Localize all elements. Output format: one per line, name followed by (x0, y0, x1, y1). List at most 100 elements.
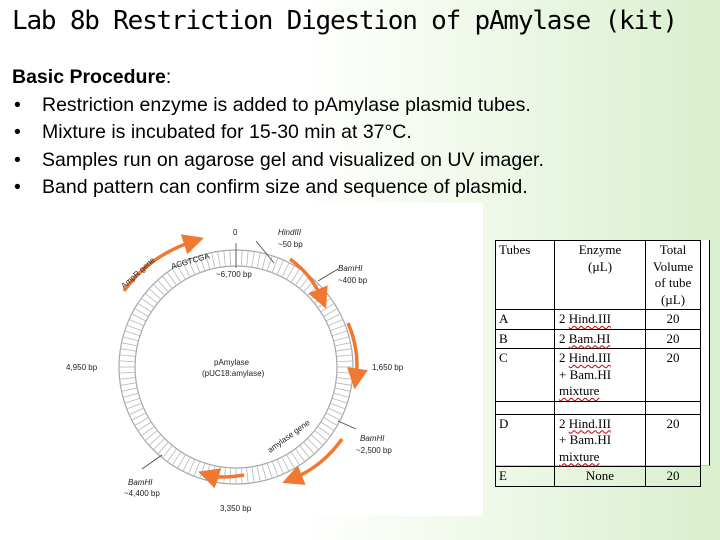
ring-tick (122, 336, 139, 342)
ring-tick (166, 272, 177, 286)
enzyme-e: None (554, 466, 646, 487)
ring-tick (134, 308, 149, 317)
procedure-heading-text: Basic Procedure (12, 66, 166, 88)
ring-tick (211, 465, 216, 482)
enzyme-name: Hind.III (568, 350, 611, 365)
ring-tick (330, 402, 346, 410)
ring-tick (266, 255, 273, 272)
ring-tick (286, 454, 295, 469)
ring-tick (171, 451, 182, 466)
ring-tick (128, 407, 144, 415)
volume-d: 20 (645, 413, 701, 467)
bullet-item: Samples run on agarose gel and visualize… (12, 147, 544, 175)
bamhi-right-name: BamHI (338, 264, 363, 273)
ring-tick (229, 250, 232, 267)
tube-e: E (495, 466, 555, 487)
ring-tick (124, 330, 141, 337)
ring-tick (246, 250, 249, 267)
ring-tick (336, 360, 353, 363)
hindiii-tick (255, 240, 275, 264)
ring-tick (266, 462, 273, 479)
amylase-arrow (282, 437, 344, 485)
volume-c: 20 (645, 348, 701, 402)
sequence-fragment: ACGTCGA (170, 251, 211, 271)
enzyme-mixture: mixture (559, 448, 600, 464)
ring-tick (205, 464, 211, 481)
ring-tick (331, 397, 348, 404)
ring-tick (141, 426, 155, 437)
top-right-arrow (288, 257, 328, 309)
ampr-arrow (122, 234, 205, 293)
ring-tick (124, 397, 141, 404)
bamhi-right-size: ~400 bp (338, 276, 368, 285)
ring-tick (331, 330, 348, 337)
bamhi-lower-name: BamHI (360, 434, 385, 443)
right-arrow (346, 322, 368, 390)
plasmid-map: 0 HindIII ~50 bp BamHI ~400 bp BamHI ~2,… (12, 203, 483, 516)
tube-c: C (495, 348, 555, 402)
position-3350: 3,350 bp (220, 504, 252, 513)
enzyme-plus: + Bam.HI (559, 432, 612, 447)
plasmid-subname: (pUC18:amylase) (202, 369, 265, 378)
ring-tick (256, 252, 261, 269)
volume-a: 20 (645, 309, 701, 330)
ring-tick (182, 262, 191, 278)
ring-tick (330, 324, 346, 332)
ring-tick (121, 387, 138, 392)
enzyme-amount: 2 (559, 415, 566, 431)
enzyme-b: 2 Bam.HI (554, 328, 646, 349)
procedure-heading-colon: : (165, 66, 172, 88)
ring-tick (199, 255, 206, 272)
bamhi-right-tick (317, 268, 339, 282)
ring-tick (303, 441, 315, 455)
ring-tick (122, 392, 139, 398)
bullet-item: Band pattern can confirm size and sequen… (12, 174, 544, 202)
ring-tick (261, 253, 267, 270)
ring-tick (333, 392, 350, 398)
ring-tick (148, 434, 162, 446)
ring-tick (119, 354, 136, 357)
total-header-line: Volume (652, 258, 694, 274)
ring-tick (217, 251, 221, 268)
ring-tick (256, 465, 261, 482)
ring-tick (223, 250, 226, 267)
ring-tick (323, 417, 338, 426)
ring-tick (323, 308, 338, 317)
ring-tick (317, 426, 331, 437)
volume-e: 20 (645, 466, 701, 487)
ring-tick (251, 466, 255, 483)
ring-tick (325, 412, 341, 421)
ring-tick (295, 272, 306, 286)
ring-tick (240, 250, 243, 267)
enzyme-header: Enzyme(µL) (554, 240, 646, 310)
ring-tick (211, 252, 216, 269)
amylase-gene-label: amylase gene (266, 418, 312, 455)
bamhi-lower-size: ~2,500 bp (356, 446, 392, 455)
ring-tick (152, 283, 165, 296)
ring-tick (166, 448, 177, 462)
ring-tick (271, 461, 279, 477)
ring-tick (328, 407, 344, 415)
bamhi-bottom-name: BamHI (128, 478, 153, 487)
plasmid-ring-inner (134, 265, 338, 469)
ring-tick (281, 456, 290, 472)
enzyme-header-line: Enzyme (578, 242, 622, 257)
ring-tick (188, 259, 196, 275)
ring-tick (307, 438, 320, 451)
ring-tick (119, 371, 136, 374)
bamhi-lower-tick (337, 420, 357, 430)
bottom-arrow (198, 468, 245, 489)
ring-tick (310, 434, 324, 446)
bamhi-bottom-size: ~4,400 bp (124, 489, 160, 498)
ring-tick (144, 293, 158, 304)
ring-tick (314, 430, 328, 441)
enzyme-a: 2 Hind.III (554, 309, 646, 330)
ring-tick (131, 412, 147, 421)
ring-tick (246, 467, 249, 484)
ring-tick (126, 402, 142, 410)
position-6700: ~6,700 bp (216, 270, 252, 279)
ring-tick (251, 251, 255, 268)
